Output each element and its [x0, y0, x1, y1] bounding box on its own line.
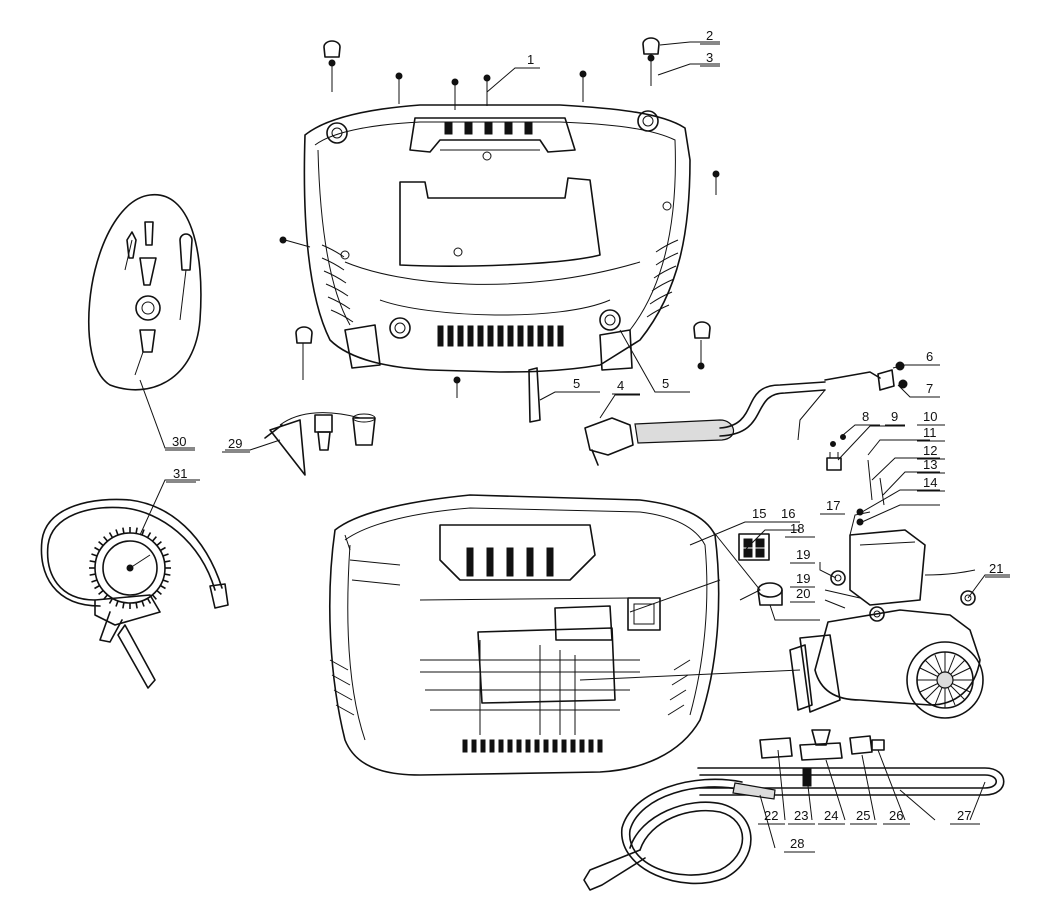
- gauge-bezel-tooth: [135, 527, 138, 534]
- bottom-housing: [329, 494, 720, 776]
- gauge-bezel-tooth: [103, 536, 109, 542]
- tyre-inflator: [40, 498, 229, 689]
- callout-31: 31: [173, 466, 187, 481]
- gauge-bezel-tooth: [159, 546, 166, 552]
- callout-26: 26: [889, 808, 903, 823]
- adapter-set: [264, 412, 376, 476]
- callout-19a: 19: [796, 547, 810, 562]
- callout-18: 18: [790, 521, 804, 536]
- callout-10: 10: [923, 409, 937, 424]
- callout-19b: 19: [796, 571, 810, 586]
- callout-8: 8: [862, 409, 869, 424]
- gauge-bezel-tooth: [115, 529, 119, 536]
- gauge-bezel-tooth: [98, 541, 104, 547]
- gauge-bezel-tooth: [146, 532, 152, 539]
- label-strip: [528, 367, 541, 423]
- gauge-bezel-tooth: [151, 536, 157, 542]
- callout-16: 16: [781, 506, 795, 521]
- motor-assembly: [789, 529, 984, 719]
- callout-17: 17: [826, 498, 840, 513]
- callout-20: 20: [796, 586, 810, 601]
- fittings: [697, 729, 1005, 796]
- gauge-bezel-tooth: [146, 597, 152, 604]
- power-cord: [584, 361, 908, 466]
- gauge-bezel-tooth: [156, 589, 162, 595]
- gauge-bezel-tooth: [156, 541, 162, 547]
- gauge-bezel-tooth: [162, 553, 169, 557]
- callout-30: 30: [172, 434, 186, 449]
- callout-11: 11: [923, 425, 937, 440]
- gauge-bezel-tooth: [151, 594, 157, 600]
- gauge-bezel-tooth: [91, 579, 98, 583]
- gauge-bezel-tooth: [135, 602, 138, 609]
- callout-3: 3: [706, 50, 713, 65]
- gauge-bezel-tooth: [164, 573, 171, 576]
- callout-27: 27: [957, 808, 971, 823]
- callout-22: 22: [764, 808, 778, 823]
- cover-screws: [279, 37, 720, 398]
- air-hose: [583, 778, 776, 891]
- gauge-bezel-tooth: [122, 527, 125, 534]
- callout-5a: 5: [573, 376, 580, 391]
- gauge-bezel-tooth: [141, 600, 145, 607]
- rocker-switch: [738, 533, 770, 561]
- gauge-bezel-tooth: [162, 579, 169, 583]
- gauge-bezel-tooth: [122, 602, 125, 609]
- gauge-bezel-tooth: [159, 584, 166, 590]
- callout-28: 28: [790, 836, 804, 851]
- callout-labels: 1 2 3 4 5 5 6 7 8 9 10 11 12 13 14 15 16…: [172, 28, 1003, 851]
- callout-21: 21: [989, 561, 1003, 576]
- terminal-block: [826, 452, 842, 471]
- callout-25: 25: [856, 808, 870, 823]
- callout-1: 1: [527, 52, 534, 67]
- callout-4: 4: [617, 378, 624, 393]
- pressure-knob: [757, 582, 783, 606]
- gauge-bezel-tooth: [115, 600, 119, 607]
- gauge-bezel-tooth: [164, 560, 171, 563]
- small-fasteners: [830, 434, 885, 526]
- gauge-bezel-tooth: [89, 560, 96, 563]
- callout-2: 2: [706, 28, 713, 43]
- callout-15: 15: [752, 506, 766, 521]
- callout-12: 12: [923, 443, 937, 458]
- callout-29: 29: [228, 436, 242, 451]
- gauge-bezel-tooth: [89, 573, 96, 576]
- gauge-bezel-tooth: [108, 532, 114, 539]
- gauge-bezel-tooth: [98, 589, 104, 595]
- gauge-bezel-tooth: [94, 546, 101, 552]
- callout-5b: 5: [662, 376, 669, 391]
- callout-7: 7: [926, 381, 933, 396]
- callout-24: 24: [824, 808, 838, 823]
- callout-leaders: [139, 41, 1010, 849]
- callout-13: 13: [923, 457, 937, 472]
- callout-23: 23: [794, 808, 808, 823]
- callout-underlines: [165, 43, 1010, 853]
- accessory-pouch: [87, 194, 202, 391]
- gauge-bezel-tooth: [94, 584, 101, 590]
- callout-9: 9: [891, 409, 898, 424]
- gauge-bezel-tooth: [141, 529, 145, 536]
- callout-14: 14: [923, 475, 937, 490]
- gauge-bezel-tooth: [91, 553, 98, 557]
- top-cover: [303, 104, 691, 373]
- callout-6: 6: [926, 349, 933, 364]
